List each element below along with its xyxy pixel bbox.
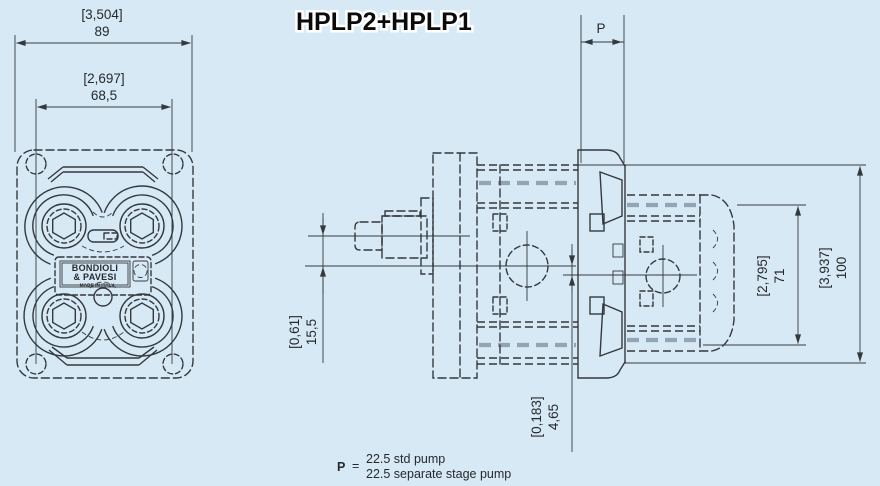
front-width-dimension: [3,504] 89 <box>14 7 193 152</box>
nameplate-logo <box>132 260 149 282</box>
dim-p-label: P <box>596 21 605 36</box>
page-title: HPLP2+HPLP1 <box>296 8 472 36</box>
shaft-offset-dimension: [0,61] 15,5 <box>287 213 327 363</box>
front-view: [3,504] 89 [2,697] 68,5 <box>14 7 194 379</box>
dim-shaft-offset-mm: 15,5 <box>304 319 319 345</box>
bolt-hole-top-right <box>162 153 184 175</box>
dim-bolt-mm: 68,5 <box>91 88 117 103</box>
center-pilot-circle <box>93 287 113 307</box>
footnote-equals: = <box>352 459 359 473</box>
hplp1-body <box>627 194 735 352</box>
pilot-boss <box>420 197 434 275</box>
stage-height-dimension: [2,795] 71 <box>703 204 806 346</box>
dim-stage-offset-inches: [0,183] <box>529 396 544 437</box>
center-slot <box>87 229 119 243</box>
overall-height-dimension: [3,937] 100 <box>578 164 866 364</box>
dim-overall-height-inches: [3,937] <box>817 247 832 288</box>
footnote-line1: 22.5 std pump <box>366 452 445 466</box>
nameplate: BONDIOLI & PAVESI MADE IN ITALY <box>54 256 152 296</box>
nameplate-origin: MADE IN ITALY <box>80 283 115 289</box>
dim-bolt-inches: [2,697] <box>83 71 124 86</box>
hex-bolt-bottom-left <box>41 293 87 339</box>
loop-bottom-left <box>23 277 103 357</box>
interstage-adapter <box>577 149 626 379</box>
loop-bottom-right <box>103 277 183 357</box>
pump-casting <box>23 166 183 366</box>
loop-top-right <box>103 185 183 265</box>
hex-bolt-bottom-right <box>119 293 165 339</box>
dim-stage-height-inches: [2,795] <box>755 255 770 296</box>
hplp2-body <box>477 164 578 365</box>
bolt-hole-top-left <box>25 153 47 175</box>
loop-top-left <box>24 186 103 265</box>
hex-bolt-top-right <box>119 203 165 249</box>
dim-width-mm: 89 <box>94 24 109 39</box>
shaft-key <box>384 210 421 217</box>
stage-offset-dimension: [0,183] 4,65 <box>529 244 576 452</box>
p-dimension: P <box>580 15 625 163</box>
side-mounting-flange <box>420 152 478 379</box>
nameplate-brand-line2: & PAVESI <box>73 272 116 282</box>
hex-bolt-top-left <box>41 203 87 249</box>
footnote: P = 22.5 std pump 22.5 separate stage pu… <box>337 452 511 481</box>
footnote-line2: 22.5 separate stage pump <box>366 467 511 481</box>
dim-overall-height-mm: 100 <box>834 257 849 280</box>
bolt-hole-bottom-left <box>25 353 47 375</box>
bolt-hole-bottom-right <box>162 353 184 375</box>
dim-stage-height-mm: 71 <box>772 268 787 283</box>
footnote-symbol: P <box>337 460 345 474</box>
dim-width-inches: [3,504] <box>81 7 122 22</box>
hplp1-end-cap <box>699 194 735 352</box>
dim-shaft-offset-inches: [0,61] <box>287 315 302 349</box>
nameplate-brand-line1: BONDIOLI <box>72 263 118 273</box>
mounting-flange-outline <box>16 149 194 379</box>
dim-stage-offset-mm: 4,65 <box>546 404 561 430</box>
side-view: P [0,61] 15,5 [0,183] 4,65 [2,795] 71 <box>287 15 866 452</box>
input-shaft <box>354 210 428 259</box>
